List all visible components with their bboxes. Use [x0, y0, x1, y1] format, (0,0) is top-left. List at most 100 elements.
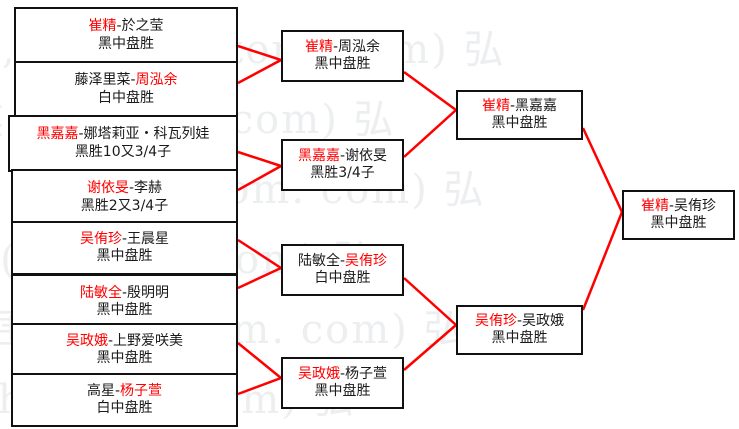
match-result: 黑中盘胜	[96, 350, 153, 366]
connector-line	[403, 277, 457, 326]
match-players: 藤泽里菜-周泓余	[74, 72, 177, 89]
connector-line	[237, 150, 282, 168]
player-separator: -	[516, 312, 523, 329]
connector-line	[403, 324, 457, 371]
player-separator: -	[339, 147, 346, 164]
match-result: 黑中盘胜	[650, 215, 707, 231]
player-separator: -	[339, 252, 346, 269]
connector-line	[237, 164, 282, 192]
player-winner: 周泓余	[135, 72, 178, 89]
connector-line	[237, 44, 282, 62]
match-box[interactable]: 黑嘉嘉-谢依旻黑胜3/4子	[281, 139, 404, 191]
player-separator: -	[107, 332, 114, 349]
player-separator: -	[668, 197, 675, 214]
connector-line	[581, 211, 624, 311]
connector-line	[237, 238, 282, 270]
match-result: 黑中盘胜	[96, 248, 153, 264]
player-winner: 崔精	[481, 97, 510, 114]
player-loser: 谢依旻	[345, 147, 388, 164]
player-winner: 杨子萱	[120, 382, 163, 399]
match-players: 吴侑珍-王晨星	[80, 231, 169, 248]
match-players: 吴政娥-杨子萱	[298, 366, 387, 383]
match-result: 黑中盘胜	[491, 115, 548, 131]
player-separator: -	[114, 382, 121, 399]
player-winner: 黑嘉嘉	[36, 126, 79, 143]
player-separator: -	[509, 97, 516, 114]
match-box[interactable]: 陆敏全-吴侑珍白中盘胜	[281, 244, 404, 296]
player-loser: 李赫	[134, 180, 163, 197]
player-winner: 吴侑珍	[345, 252, 388, 269]
player-loser: 於之莹	[121, 18, 164, 35]
match-players: 黑嘉嘉-娜塔莉亚・科瓦列娃	[36, 126, 209, 143]
connector-line	[237, 58, 282, 85]
match-box[interactable]: 吴政娥-杨子萱黑中盘胜	[281, 357, 404, 409]
match-players: 吴政娥-上野爱咲美	[66, 333, 183, 350]
match-box[interactable]: 崔精-黑嘉嘉黑中盘胜	[456, 90, 583, 140]
match-result: 黑胜2又3/4子	[80, 197, 169, 214]
player-separator: -	[78, 126, 84, 143]
match-players: 陆敏全-殷明明	[80, 285, 169, 302]
player-winner: 吴政娥	[297, 365, 340, 382]
match-box[interactable]: 崔精-於之莹黑中盘胜	[14, 7, 238, 64]
match-result: 黑胜3/4子	[310, 165, 375, 181]
match-result: 黑胜10又3/4子	[74, 143, 172, 160]
match-result: 黑中盘胜	[491, 330, 548, 346]
match-result: 黑中盘胜	[98, 35, 154, 52]
match-players: 崔精-周泓余	[305, 39, 380, 56]
player-loser: 杨子萱	[345, 365, 388, 382]
match-box[interactable]: 吴侑珍-吴政娥黑中盘胜	[456, 305, 583, 355]
player-loser: 吴政娥	[522, 312, 565, 329]
player-winner: 陆敏全	[79, 284, 122, 301]
match-box[interactable]: 高星-杨子萱白中盘胜	[11, 373, 238, 427]
match-box[interactable]: 黑嘉嘉-娜塔莉亚・科瓦列娃黑胜10又3/4子	[8, 115, 238, 172]
player-winner: 谢依旻	[86, 180, 129, 197]
match-result: 黑中盘胜	[314, 56, 371, 72]
player-separator: -	[339, 365, 346, 382]
match-box[interactable]: 藤泽里菜-周泓余白中盘胜	[14, 61, 238, 118]
player-winner: 崔精	[304, 38, 333, 55]
match-players: 黑嘉嘉-谢依旻	[298, 148, 387, 165]
player-separator: -	[116, 18, 122, 35]
player-loser: 陆敏全	[297, 252, 340, 269]
player-winner: 吴政娥	[65, 332, 108, 349]
player-loser: 娜塔莉亚・科瓦列娃	[83, 126, 210, 143]
player-loser: 周泓余	[338, 38, 381, 55]
match-players: 陆敏全-吴侑珍	[298, 253, 387, 270]
match-result: 黑中盘胜	[314, 383, 371, 399]
match-box[interactable]: 吴政娥-上野爱咲美黑中盘胜	[11, 323, 238, 377]
match-result: 黑中盘胜	[96, 302, 153, 318]
player-separator: -	[121, 284, 128, 301]
match-box[interactable]: 陆敏全-殷明明黑中盘胜	[11, 274, 238, 330]
player-loser: 黑嘉嘉	[515, 97, 558, 114]
match-box[interactable]: 崔精-吴侑珍黑中盘胜	[622, 190, 735, 240]
connector-line	[237, 376, 282, 396]
match-result: 白中盘胜	[98, 89, 154, 106]
match-result: 白中盘胜	[96, 400, 153, 416]
player-loser: 殷明明	[127, 284, 170, 301]
player-loser: 高星	[86, 382, 115, 399]
match-players: 崔精-黑嘉嘉	[482, 98, 557, 115]
player-winner: 吴侑珍	[474, 312, 517, 329]
match-players: 吴侑珍-吴政娥	[475, 313, 564, 330]
connector-line	[237, 342, 282, 379]
match-players: 谢依旻-李赫	[87, 180, 162, 197]
connector-line	[403, 70, 457, 112]
player-separator: -	[332, 38, 339, 55]
player-winner: 黑嘉嘉	[297, 147, 340, 164]
match-players: 高星-杨子萱	[87, 383, 162, 400]
match-players: 崔精-於之莹	[88, 18, 163, 35]
match-box[interactable]: 谢依旻-李赫黑胜2又3/4子	[11, 169, 238, 226]
match-box[interactable]: 崔精-周泓余黑中盘胜	[281, 30, 404, 82]
player-winner: 吴侑珍	[79, 230, 122, 247]
connector-line	[403, 109, 457, 158]
match-box[interactable]: 吴侑珍-王晨星黑中盘胜	[11, 221, 238, 275]
player-separator: -	[121, 230, 128, 247]
connector-line	[581, 127, 624, 213]
player-loser: 吴侑珍	[674, 197, 717, 214]
connector-line	[237, 266, 282, 290]
player-loser: 王晨星	[127, 230, 170, 247]
player-separator: -	[130, 72, 136, 89]
player-loser: 藤泽里菜	[74, 72, 131, 89]
player-winner: 崔精	[88, 18, 117, 35]
